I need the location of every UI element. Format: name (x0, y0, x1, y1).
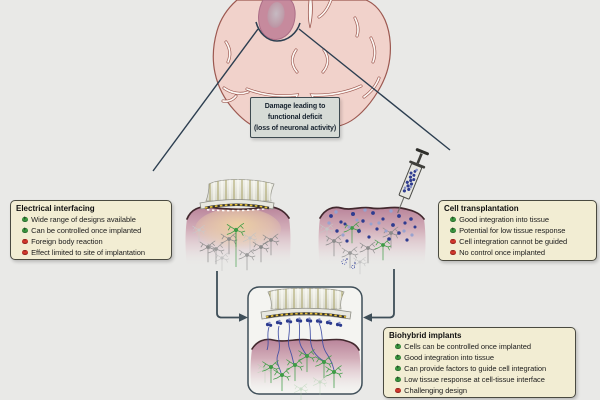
con-item: −Challenging design (395, 386, 467, 395)
attached-cells-row (265, 317, 343, 327)
damage-label: Damage leading to functional deficit (lo… (250, 97, 340, 138)
pros-cons-list: +Cells can be controlled once implanted … (389, 341, 570, 396)
plus-icon: + (22, 215, 28, 223)
damage-label-line: (loss of neuronal activity) (253, 124, 337, 132)
pro-item: +Low tissue response at cell-tissue inte… (395, 375, 545, 384)
tissue-surface-line-left (186, 205, 290, 220)
medial-fissure (307, 0, 313, 29)
electrode-array-device (199, 179, 275, 210)
damage-label-line: functional deficit (267, 113, 323, 121)
cell-transplantation-illustration (318, 148, 429, 275)
con-item: −Cell integration cannot be guided (450, 237, 568, 246)
pro-item: +Potential for low tissue response (450, 226, 566, 235)
box-title: Electrical interfacing (16, 204, 95, 213)
minus-icon: − (450, 237, 456, 245)
merge-arrows (216, 269, 395, 322)
minus-icon: − (395, 386, 401, 394)
neurons-left (192, 222, 280, 272)
box-title: Biohybrid implants (389, 331, 462, 340)
box-title: Cell transplantation (444, 204, 519, 213)
pro-item: +Cells can be controlled once implanted (395, 342, 532, 351)
minus-icon: − (450, 248, 456, 256)
arrow-right (372, 269, 395, 319)
con-item: −No control once implanted (450, 248, 545, 257)
plus-icon: + (22, 226, 28, 234)
plus-icon: + (395, 375, 401, 383)
pro-item: +Good integration into tissue (450, 215, 550, 224)
plus-icon: + (450, 215, 456, 223)
con-item: −Effect limited to site of implantation (22, 248, 145, 257)
leader-line-right (298, 28, 451, 151)
syringe-icon (397, 148, 429, 214)
pros-cons-list: +Wide range of designs available +Can be… (16, 214, 166, 258)
tissue-surface-line-bottom (251, 338, 360, 351)
minus-icon: − (22, 248, 28, 256)
brain-damage-region (258, 0, 296, 41)
electrode-contact-dashes (206, 207, 268, 212)
biohybrid-implant-illustration (247, 286, 363, 400)
plus-icon: + (395, 342, 401, 350)
tissue-surface-line-right (319, 206, 425, 220)
con-item: −Foreign body reaction (22, 237, 103, 246)
damage-callout-arc (255, 21, 301, 42)
electrical-interfacing-box: Electrical interfacing +Wide range of de… (10, 200, 172, 260)
minus-icon: − (22, 237, 28, 245)
pro-item: +Can provide factors to guide cell integ… (395, 364, 547, 373)
plus-icon: + (395, 353, 401, 361)
plus-icon: + (450, 226, 456, 234)
cell-transplantation-box: Cell transplantation +Good integration i… (438, 200, 597, 261)
pro-item: +Good integration into tissue (395, 353, 495, 362)
leader-line-left (152, 28, 259, 172)
biohybrid-electrode-device (260, 287, 352, 327)
brain-tissue-right (318, 207, 426, 267)
damage-label-line: Damage leading to (264, 102, 326, 110)
biohybrid-implants-box: Biohybrid implants +Cells can be control… (383, 327, 576, 398)
pro-item: +Can be controlled once implanted (22, 226, 142, 235)
electrical-interfacing-illustration (185, 179, 291, 272)
arrow-left (216, 271, 239, 319)
plus-icon: + (395, 364, 401, 372)
pros-cons-list: +Good integration into tissue +Potential… (444, 214, 591, 258)
pro-item: +Wide range of designs available (22, 215, 136, 224)
transplanted-cells (327, 208, 417, 270)
